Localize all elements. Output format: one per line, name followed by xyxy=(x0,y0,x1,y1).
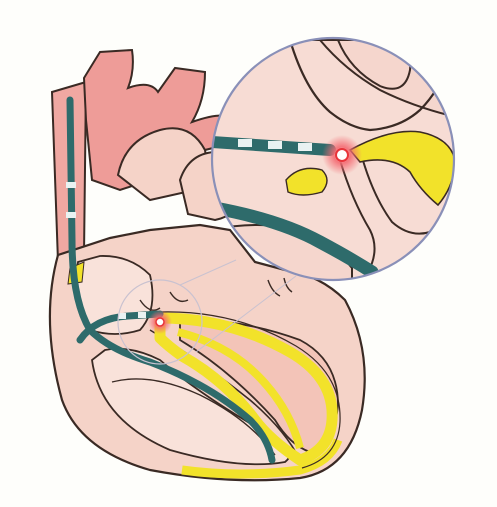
detail-lead-marker xyxy=(268,141,282,149)
detail-electrode-tip xyxy=(336,149,348,161)
detail-lead-marker xyxy=(298,143,312,151)
lead-marker xyxy=(66,182,76,188)
detail-lead-marker xyxy=(238,139,252,147)
magnifier-lens-icon xyxy=(210,38,470,290)
lead-marker xyxy=(138,312,146,318)
lead-marker xyxy=(66,212,76,218)
electrode-tip xyxy=(156,318,164,326)
